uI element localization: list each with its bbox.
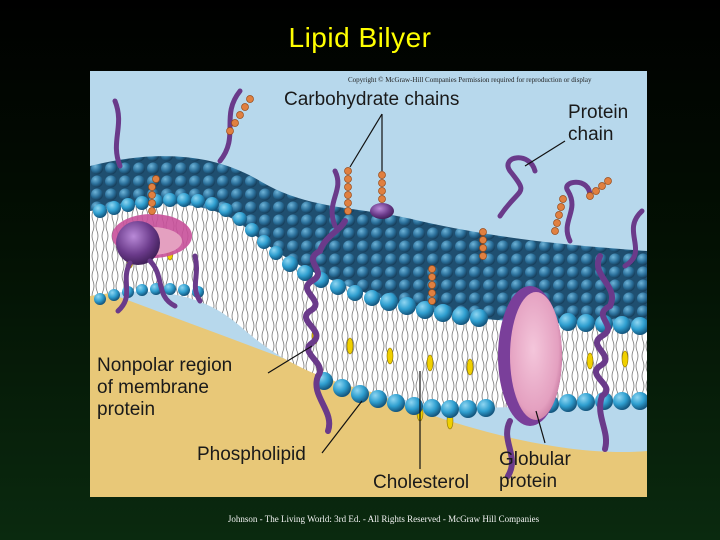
- slide-footer: Johnson - The Living World: 3rd Ed. - Al…: [227, 514, 540, 524]
- membrane-diagram: [90, 71, 647, 497]
- slide-title: Lipid Bilyer: [288, 22, 432, 53]
- right-protein-coil: [593, 253, 615, 452]
- label-globular-protein: Globular protein: [499, 449, 571, 492]
- left-membrane-protein: [112, 214, 203, 314]
- label-carbohydrate-chains: Carbohydrate chains: [284, 89, 460, 110]
- head-surface-top: [90, 156, 647, 326]
- label-phospholipid: Phospholipid: [197, 444, 306, 465]
- nonpolar-protein-coil: [303, 218, 348, 434]
- upper-head-row: [93, 193, 647, 335]
- label-cholesterol: Cholesterol: [373, 472, 470, 493]
- label-pointer-lines: [267, 113, 566, 469]
- label-protein-chain: Protein chain: [568, 102, 629, 145]
- carbohydrate-chains: [148, 95, 612, 305]
- globular-protein: [498, 286, 562, 479]
- protein-chain-curls: [112, 88, 645, 269]
- surface-protein-bump: [370, 203, 394, 219]
- copyright-notice: Copyright © McGraw-Hill Companies Permis…: [348, 76, 592, 84]
- label-nonpolar-region: Nonpolar region of membrane protein: [97, 355, 233, 420]
- membrane-illustration: Copyright © McGraw-Hill Companies Permis…: [90, 71, 647, 497]
